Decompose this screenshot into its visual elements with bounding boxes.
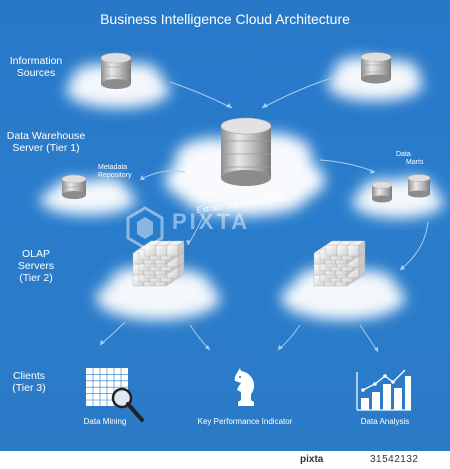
magnifier-handle: [126, 402, 144, 422]
tier-label-information-sources: Information Sources: [4, 55, 68, 79]
watermark-logo: [126, 206, 164, 250]
tier-label-line: OLAP Servers: [17, 248, 55, 273]
arrow-datamarts-to-olap-right: [399, 221, 429, 271]
footer-brand: pixta: [300, 454, 324, 465]
database-icon: [360, 52, 392, 84]
label-line: Marts: [406, 159, 424, 167]
arrow-olap-to-datamining: [99, 321, 126, 346]
cube-block: [347, 240, 366, 257]
tier-label-line: (Tier 3): [12, 382, 46, 395]
cloud-metadata: [40, 178, 136, 215]
arrow-olap-to-kpi-right: [277, 324, 301, 351]
client-label-data-analysis: Data Analysis: [360, 417, 410, 426]
arrow-source-left-to-warehouse: [169, 81, 233, 109]
cube-icon: [132, 240, 185, 287]
label-line: Repository: [98, 172, 132, 180]
label-line: Metadata: [98, 164, 128, 171]
watermark-text: PIXTA: [172, 209, 251, 234]
chess-knight-icon: [234, 368, 255, 406]
tier-label-line: Clients: [12, 370, 46, 382]
bar-chart-icon: [356, 369, 411, 411]
diagram-canvas: Business Intelligence Cloud Architecture…: [0, 0, 450, 451]
client-label-data-mining: Data Mining: [83, 417, 127, 426]
tier-label-clients: Clients (Tier 3): [4, 370, 54, 394]
database-icon: [220, 117, 272, 186]
arrow-warehouse-to-datamarts: [319, 159, 376, 173]
tier-label-line: Information: [9, 55, 63, 67]
footer-image-id: 31542132: [370, 454, 419, 465]
label-line: Data: [396, 151, 411, 158]
client-label-kpi: Key Performance Indicator: [197, 417, 293, 426]
footer-bar: pixta 31542132: [0, 451, 450, 469]
metadata-repository-label: Metadata Repository: [98, 164, 131, 180]
diagram-title: Business Intelligence Cloud Architecture: [100, 11, 350, 27]
tier-label-olap: OLAP Servers (Tier 2): [4, 248, 68, 284]
cube-icon: [313, 240, 366, 287]
database-icon: [371, 181, 393, 203]
diagram-graphics: [40, 52, 444, 422]
tier-label-data-warehouse: Data Warehouse Server (Tier 1): [6, 130, 86, 154]
cube-block: [166, 240, 185, 257]
database-icon: [407, 174, 431, 198]
tier-label-line: Data Warehouse: [6, 130, 86, 142]
flow-arrows: [99, 77, 429, 353]
tier-label-line: Server (Tier 1): [12, 142, 80, 155]
data-marts-label: Data Marts: [396, 151, 424, 167]
tier-label-line: Sources: [16, 67, 56, 80]
arrow-heads: [100, 103, 405, 352]
database-icon: [61, 174, 87, 199]
grid-magnifier-icon: [86, 368, 144, 422]
arrow-source-right-to-warehouse: [261, 77, 333, 109]
cloud-datamarts: [352, 177, 444, 218]
arrow-olap-to-analysis: [359, 324, 379, 353]
tier-label-line: (Tier 2): [19, 272, 53, 285]
database-icon: [100, 52, 132, 89]
magnifier-lens: [111, 387, 133, 409]
